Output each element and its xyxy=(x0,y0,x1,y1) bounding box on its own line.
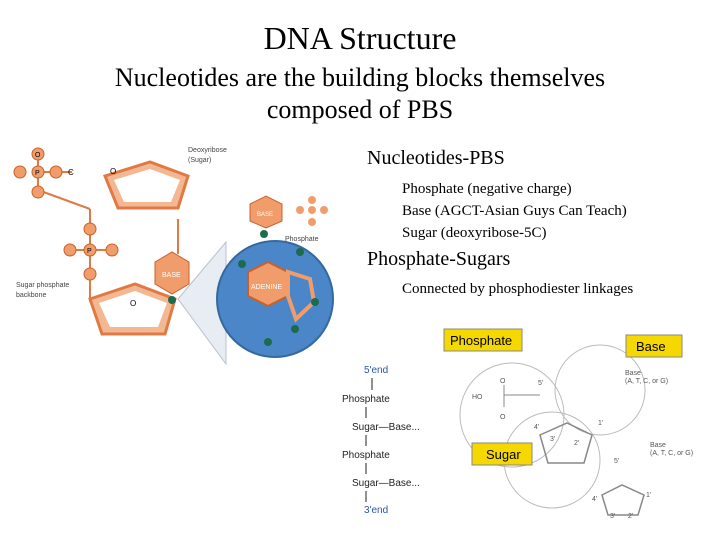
base-box-label: Base xyxy=(636,339,666,354)
chain-phosphate-1: Phosphate xyxy=(342,394,390,405)
chain-5-end: 5'end xyxy=(364,365,388,376)
backbone-label: Sugar phosphate xyxy=(16,282,69,289)
svg-text:2': 2' xyxy=(574,440,579,447)
svg-text:5': 5' xyxy=(538,380,543,387)
svg-text:BASE: BASE xyxy=(257,212,273,218)
svg-text:4': 4' xyxy=(534,424,539,431)
svg-text:HO: HO xyxy=(472,394,483,401)
svg-text:P: P xyxy=(35,170,40,177)
nucleotide-chain-diagram: 5'end Phosphate Sugar—Base... Phosphate … xyxy=(342,365,420,516)
slide-title: DNA Structure xyxy=(263,20,457,56)
svg-text:(A, T, C, or G): (A, T, C, or G) xyxy=(650,450,693,457)
base-hexagon xyxy=(154,251,190,295)
bullet-phosphate-sugars: Phosphate-Sugars xyxy=(367,248,511,270)
svg-text:3': 3' xyxy=(610,513,615,520)
sub-bullet-sugar: Sugar (deoxyribose-5C) xyxy=(402,225,547,241)
svg-text:1': 1' xyxy=(646,492,651,499)
svg-text:(A, T, C, or G): (A, T, C, or G) xyxy=(625,378,668,385)
svg-text:P: P xyxy=(87,248,92,255)
slide-subtitle: Nucleotides are the building blocks them… xyxy=(114,63,606,124)
svg-text:Base: Base xyxy=(650,442,666,449)
svg-text:1': 1' xyxy=(598,420,603,427)
bullet-nucleotides: Nucleotides-PBS xyxy=(367,147,505,169)
svg-text:O: O xyxy=(500,414,506,421)
phosphate-label: Phosphate xyxy=(285,236,319,243)
sub-bullet-base: Base (AGCT-Asian Guys Can Teach) xyxy=(402,203,627,219)
chain-phosphate-2: Phosphate xyxy=(342,450,390,461)
svg-text:O: O xyxy=(110,167,116,176)
svg-text:BASE: BASE xyxy=(162,272,181,279)
svg-text:5': 5' xyxy=(614,458,619,465)
base-note: Base xyxy=(625,370,641,377)
svg-text:O: O xyxy=(35,152,41,159)
sugar-box-label: Sugar xyxy=(486,447,521,462)
sub-bullet-phosphate: Phosphate (negative charge) xyxy=(402,181,572,197)
chain-sugar-base-2: Sugar—Base... xyxy=(352,478,420,489)
deoxyribose-label: Deoxyribose xyxy=(188,147,227,154)
svg-text:backbone: backbone xyxy=(16,292,46,299)
svg-text:C: C xyxy=(68,168,74,177)
nucleotide-structure-diagram: HO O O O 5' 4' 3' 2' 1' 5' 4' 3' 2' 1' B… xyxy=(443,328,693,520)
svg-text:2': 2' xyxy=(628,513,633,520)
svg-text:4': 4' xyxy=(592,496,597,503)
svg-text:(Sugar): (Sugar) xyxy=(188,157,211,164)
svg-text:O: O xyxy=(130,299,136,308)
svg-text:3': 3' xyxy=(550,436,555,443)
dna-structure-diagram: O P P C O O Deoxyribose (Sugar) Sugar ph… xyxy=(13,147,334,366)
phosphate-box-label: Phosphate xyxy=(450,333,512,348)
sub-bullet-linkages: Connected by phosphodiester linkages xyxy=(402,281,634,297)
chain-3-end: 3'end xyxy=(364,505,388,516)
chain-sugar-base-1: Sugar—Base... xyxy=(352,422,420,433)
adenine-label: ADENINE xyxy=(251,284,282,291)
phosphate-atoms xyxy=(13,147,119,281)
svg-text:O: O xyxy=(500,378,506,385)
